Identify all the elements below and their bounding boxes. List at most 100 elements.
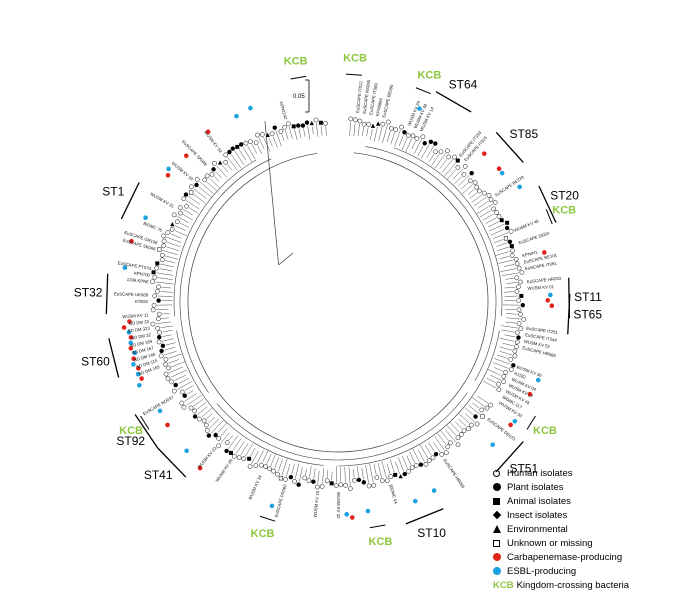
- kcb-bar: [345, 73, 362, 76]
- human-isolate-marker: [165, 230, 171, 235]
- leaf-branch: [501, 272, 519, 276]
- animal-isolate-marker: [499, 218, 504, 223]
- plant-isolate-marker: [192, 414, 198, 419]
- resistance-dot: [350, 515, 355, 520]
- leaf-branch: [497, 354, 508, 359]
- leaf-branch: [242, 146, 253, 162]
- leaf-branch: [398, 135, 404, 147]
- plant-isolate-marker: [160, 343, 166, 349]
- root-branch: [278, 252, 294, 266]
- clade-bar: [120, 182, 140, 220]
- human-isolate-marker: [472, 180, 478, 185]
- leaf-branch: [208, 416, 216, 424]
- leaf-label: EuSCAPE BE090: [381, 83, 394, 118]
- human-isolate-marker: [184, 203, 190, 209]
- leaf-branch: [477, 201, 489, 209]
- legend-item-red-dot: Carbapenemase-producing: [493, 550, 681, 564]
- human-isolate-marker: [151, 302, 157, 308]
- legend-glyph: [493, 539, 500, 547]
- human-isolate-marker: [423, 461, 429, 467]
- human-isolate-marker: [393, 127, 399, 132]
- human-isolate-marker: [253, 463, 259, 468]
- resistance-dot: [431, 488, 437, 493]
- human-isolate-marker: [192, 408, 198, 414]
- sequence-type-label: ST41: [144, 468, 173, 482]
- branch-arc: [216, 392, 468, 461]
- leaf-branch: [503, 264, 515, 267]
- leaf-branch: [490, 374, 502, 381]
- leaf-branch: [426, 146, 434, 158]
- legend-label: Unknown or missing: [507, 537, 593, 549]
- human-isolate-marker: [271, 468, 276, 474]
- human-isolate-marker: [448, 440, 453, 446]
- leaf-branch: [434, 436, 445, 451]
- human-isolate-marker: [399, 124, 404, 130]
- leaf-branch: [471, 402, 480, 409]
- human-isolate-marker: [152, 274, 158, 280]
- leaf-label: WUSM KV 02: [203, 130, 224, 154]
- environmental-isolate-marker: [217, 160, 223, 165]
- human-isolate-marker: [241, 456, 247, 462]
- leaf-branch: [294, 129, 298, 141]
- plant-isolate-marker: [156, 298, 161, 303]
- leaf-branch: [442, 159, 453, 173]
- resistance-dot: [197, 465, 203, 471]
- plant-isolate-marker: [272, 125, 277, 130]
- leaf-branch: [162, 334, 172, 337]
- leaf-branch: [490, 228, 505, 236]
- human-isolate-marker: [516, 307, 522, 313]
- resistance-dot: [248, 105, 253, 111]
- leaf-branch: [428, 154, 435, 162]
- leaf-branch: [209, 177, 221, 189]
- legend-glyph: [493, 567, 501, 575]
- human-isolate-marker: [156, 316, 161, 322]
- human-isolate-marker: [445, 148, 450, 154]
- leaf-label: EuSCAPE NO037: [142, 394, 175, 416]
- leaf-label: EuSCAPE HR033: [527, 276, 562, 285]
- leaf-branch: [498, 259, 514, 264]
- leaf-branch: [488, 221, 500, 228]
- human-isolate-marker: [474, 184, 480, 190]
- human-isolate-marker: [160, 252, 165, 258]
- clade-bar: [134, 414, 159, 449]
- circle-open-icon: [493, 466, 507, 480]
- leaf-branch: [493, 362, 509, 369]
- leaf-branch: [458, 413, 470, 424]
- human-isolate-marker: [405, 133, 411, 138]
- leaf-label: WUSM KV 18: [171, 161, 195, 182]
- leaf-branch: [439, 159, 448, 169]
- branch-arc: [176, 330, 324, 466]
- plant-isolate-marker: [296, 482, 301, 487]
- leaf-branch: [307, 125, 311, 140]
- human-isolate-marker: [508, 229, 514, 234]
- leaf-branch: [483, 380, 497, 389]
- kcb-bar: [259, 515, 276, 522]
- leaf-branch: [228, 435, 234, 441]
- human-isolate-marker: [156, 311, 162, 317]
- tree-leaves: [155, 121, 521, 486]
- resistance-dot: [205, 129, 211, 135]
- resistance-dot: [122, 265, 128, 270]
- leaf-branch: [288, 126, 293, 139]
- resistance-dot: [535, 377, 541, 383]
- human-isolate-marker: [438, 149, 444, 155]
- human-isolate-marker: [510, 248, 515, 253]
- leaf-branch: [434, 153, 446, 168]
- leaf-label: WUSM KV 31: [149, 191, 175, 209]
- outgroup-branch: [264, 121, 279, 265]
- leaf-label: EuSCAPE FR060: [274, 483, 288, 518]
- leaf-branch: [395, 461, 400, 474]
- leaf-label: BD DM 166: [133, 351, 156, 362]
- leaf-branch: [487, 369, 502, 376]
- sequence-type-label: ST11: [574, 290, 602, 304]
- human-isolate-marker: [202, 177, 208, 183]
- legend-glyph: [492, 510, 502, 520]
- human-isolate-marker: [150, 307, 156, 313]
- plant-isolate-marker: [356, 477, 362, 483]
- leaf-branch: [496, 246, 509, 252]
- human-isolate-marker: [348, 486, 353, 491]
- plant-isolate-marker: [173, 382, 178, 388]
- leaf-branch: [201, 408, 213, 418]
- human-isolate-marker: [380, 121, 386, 127]
- resistance-dot: [548, 292, 553, 298]
